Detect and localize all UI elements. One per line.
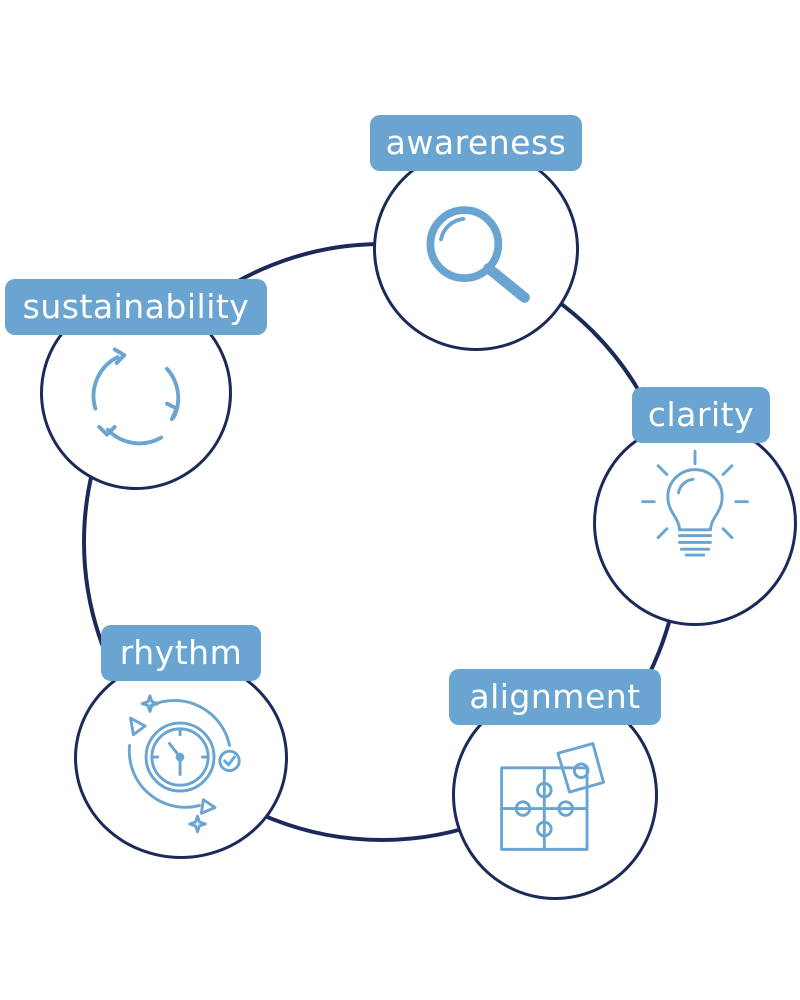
label-awareness: awareness <box>370 115 582 171</box>
label-sustainability: sustainability <box>5 279 267 335</box>
lightbulb-icon <box>641 449 749 557</box>
magnifying-glass-icon <box>426 206 530 303</box>
label-clarity: clarity <box>632 387 770 443</box>
rhythm-node <box>74 657 288 859</box>
puzzle-pieces-icon <box>500 742 605 851</box>
alignment-node <box>452 690 658 900</box>
clarity-node <box>593 420 797 626</box>
clock-cycle-icon <box>127 694 241 834</box>
label-rhythm: rhythm <box>101 625 261 681</box>
label-alignment: alignment <box>449 669 661 725</box>
refresh-cycle-icon <box>91 347 181 446</box>
awareness-node <box>373 147 579 351</box>
